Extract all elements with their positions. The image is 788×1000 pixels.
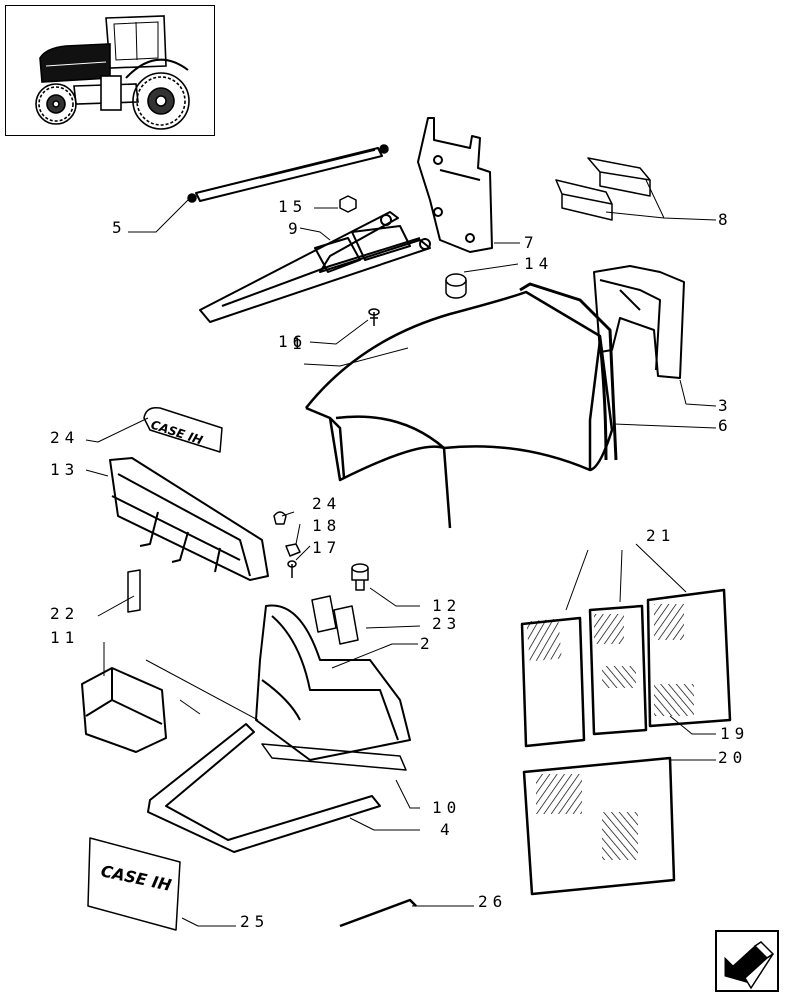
part-11-block [81, 667, 167, 753]
callout-23: 23 [432, 614, 462, 633]
callout-26: 26 [478, 892, 508, 911]
part-16-bolt [368, 308, 380, 326]
part-18-clip [285, 543, 301, 557]
callout-22: 22 [50, 604, 80, 623]
badge-lettering: CASE IH [149, 418, 204, 448]
tractor-thumbnail [5, 5, 215, 136]
callout-3: 3 [718, 396, 733, 415]
callout-25: 25 [240, 912, 270, 931]
part-3-support [593, 265, 685, 379]
part-5-gas-strut [187, 144, 389, 203]
callout-15: 15 [278, 197, 308, 216]
part-10-gasket [261, 743, 407, 771]
part-15-nut [339, 195, 357, 213]
part-20-window [522, 756, 676, 896]
callout-16: 16 [278, 332, 308, 351]
callout-9: 9 [288, 219, 303, 238]
tractor-icon [35, 15, 190, 130]
part-26-key [339, 898, 417, 928]
part-9-frame [199, 211, 431, 323]
callout-8: 8 [718, 210, 733, 229]
part-22-strip [127, 569, 141, 613]
part-23-pads [311, 595, 359, 645]
part-25-decal: CASE IH [87, 837, 181, 931]
callout-17: 17 [312, 538, 342, 557]
callout-5: 5 [112, 218, 127, 237]
callout-10: 10 [432, 798, 462, 817]
callout-19: 19 [720, 724, 750, 743]
part-14-bushing [445, 273, 467, 299]
back-navigation-button[interactable] [715, 930, 779, 992]
leader-lines [85, 179, 717, 927]
callout-1: 1 [292, 334, 307, 353]
part-24-badge: CASE IH [143, 406, 223, 453]
callout-21: 21 [646, 526, 676, 545]
callout-20: 20 [718, 748, 748, 767]
decal-lettering: CASE IH [99, 861, 173, 895]
callout-24-badge: 24 [50, 428, 80, 447]
back-arrow-icon [724, 941, 775, 990]
part-2-grille [255, 604, 411, 761]
part-12-fitting [351, 563, 369, 591]
callout-13: 13 [50, 460, 80, 479]
callout-18: 18 [312, 516, 342, 535]
part-17-screw [287, 560, 297, 578]
part-4-seal [147, 723, 381, 853]
part-21-windows [520, 588, 732, 748]
part-8-brackets [555, 157, 651, 221]
part-24-grommet [273, 511, 287, 525]
part-1-hood [305, 282, 618, 529]
callout-2: 2 [420, 634, 435, 653]
part-7-bracket [417, 117, 493, 253]
callout-12: 12 [432, 596, 462, 615]
callout-7: 7 [524, 233, 539, 252]
callout-14: 14 [524, 254, 554, 273]
callout-11: 11 [50, 628, 80, 647]
part-13-frame [109, 457, 269, 581]
part-6-seal [598, 339, 608, 461]
callout-4: 4 [440, 820, 455, 839]
callout-24-grommet: 24 [312, 494, 342, 513]
callout-6: 6 [718, 416, 733, 435]
